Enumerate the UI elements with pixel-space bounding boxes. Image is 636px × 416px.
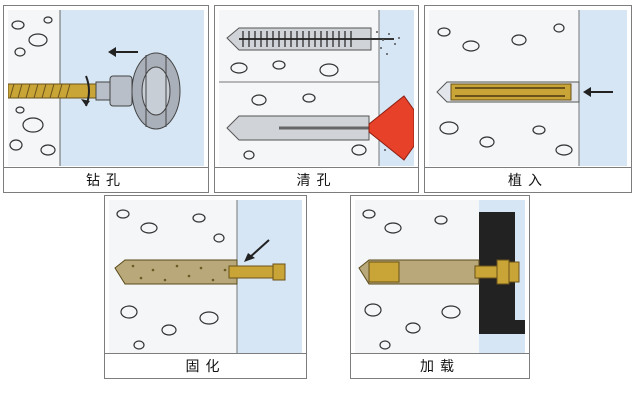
- load-illustration: [355, 200, 525, 354]
- resin-texture: [131, 264, 227, 282]
- anchor-rod: [228, 265, 276, 279]
- adhesive-capsule: [450, 83, 572, 101]
- step-cure-panel: 固化: [104, 195, 307, 379]
- concrete-aggregate: [437, 23, 573, 156]
- rod-end: [272, 263, 286, 281]
- concrete-aggregate: [116, 209, 225, 350]
- concrete-aggregate: [230, 60, 367, 160]
- drill-chuck: [95, 81, 111, 101]
- step-insert-panel: 植入: [424, 5, 632, 193]
- air-blower-nozzle: [368, 95, 414, 161]
- nut: [496, 259, 510, 285]
- caption-cure: 固化: [105, 353, 306, 378]
- capsule-texture: [455, 87, 565, 97]
- brush-bristles: [242, 31, 352, 47]
- clean-illustration: [219, 10, 414, 166]
- step-drill-panel: 钻孔: [3, 5, 209, 193]
- insert-illustration: [429, 10, 627, 166]
- cured-resin: [114, 259, 238, 285]
- cure-arrow-icon: [248, 239, 270, 259]
- cure-illustration: [109, 200, 302, 354]
- concrete-aggregate: [9, 16, 56, 156]
- drill-flutes: [9, 83, 71, 99]
- caption-drill: 钻孔: [4, 167, 208, 192]
- caption-load: 加载: [351, 353, 529, 378]
- step-clean-panel: 清孔: [214, 5, 419, 193]
- drill-illustration: [8, 10, 204, 166]
- concrete-aggregate: [362, 209, 461, 350]
- caption-insert: 植入: [425, 167, 631, 192]
- caption-clean: 清孔: [215, 167, 418, 192]
- washer: [508, 261, 520, 283]
- background-wall: [579, 10, 627, 166]
- step-load-panel: 加载: [350, 195, 530, 379]
